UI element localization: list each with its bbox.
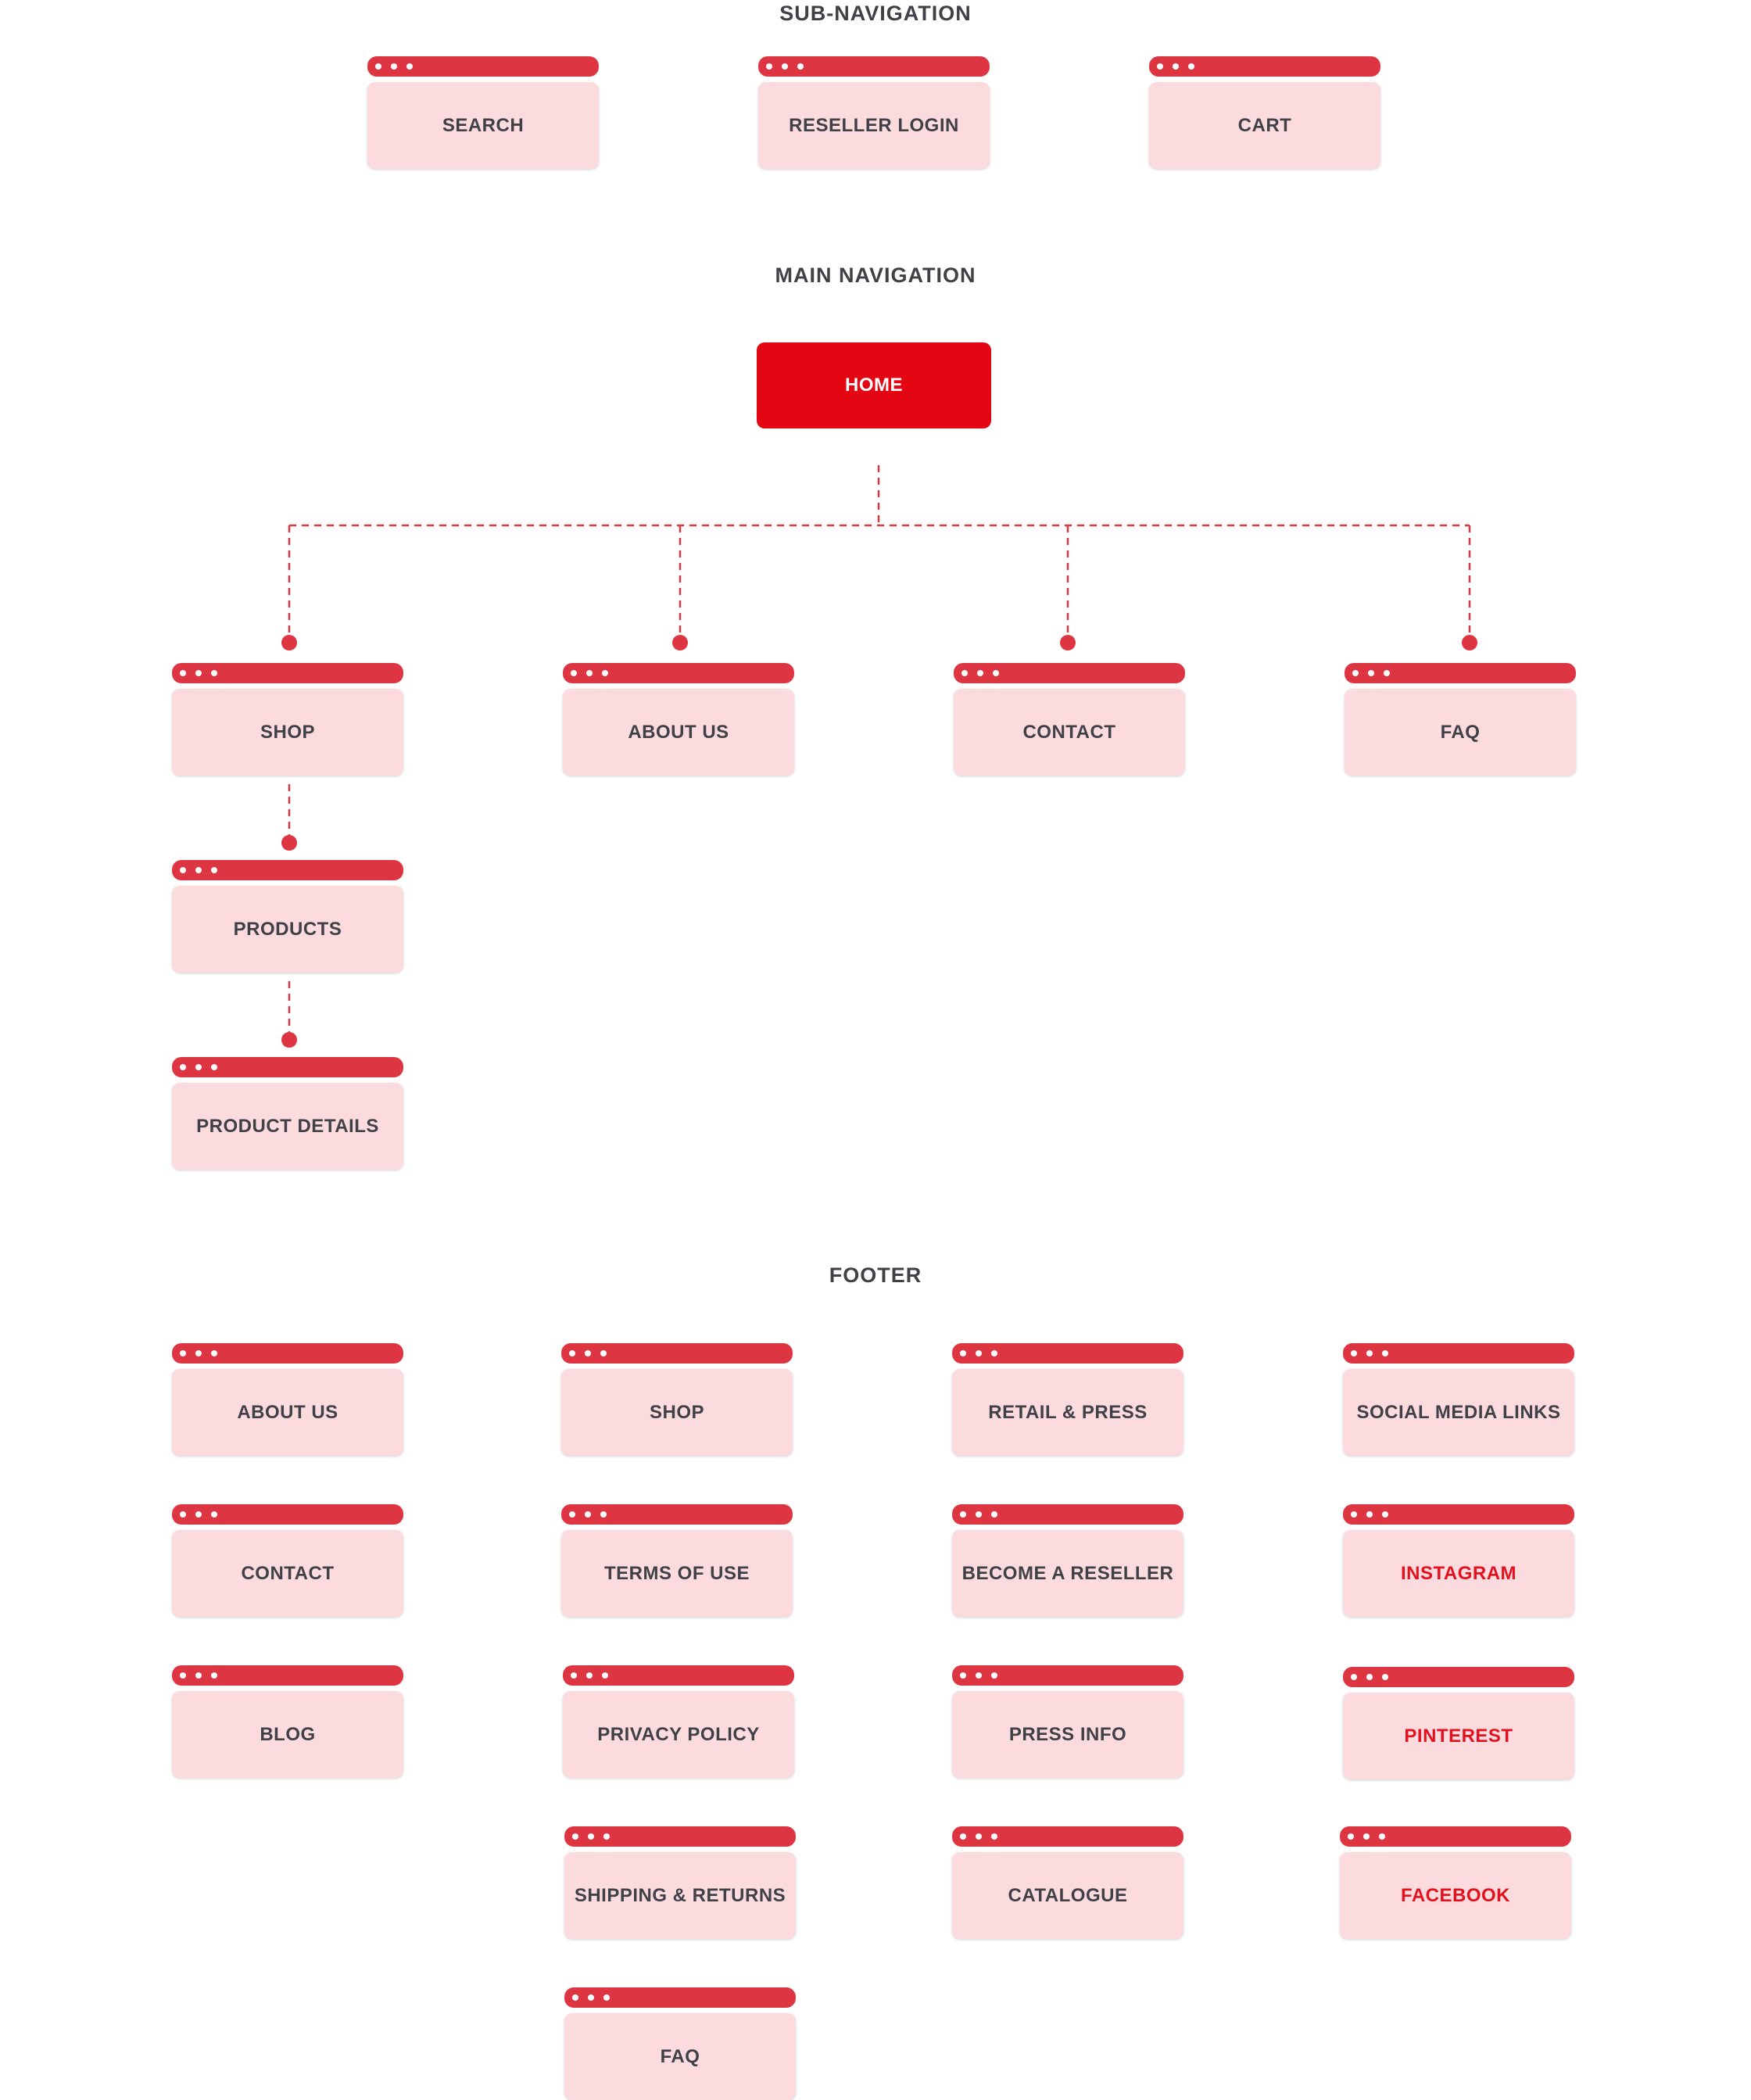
card-label: SHOP: [260, 721, 315, 743]
shop-connector-dot: [281, 635, 297, 650]
window-title-bar: [563, 1665, 794, 1686]
card-label: ABOUT US: [628, 721, 729, 743]
window-title-bar: [954, 663, 1185, 683]
card-label: PINTEREST: [1404, 1725, 1513, 1747]
window-title-bar: [172, 1504, 403, 1525]
window-title-bar: [1343, 1343, 1574, 1364]
card-label: FAQ: [1440, 721, 1481, 743]
card-label: TERMS OF USE: [603, 1562, 750, 1584]
card-label: CONTACT: [241, 1562, 335, 1584]
window-title-bar: [564, 1826, 796, 1847]
window-title-bar: [564, 1987, 796, 2008]
window-title-bar: [172, 860, 403, 880]
window-title-bar: [1149, 56, 1380, 77]
window-title-bar: [1343, 1504, 1574, 1525]
footer-card-press-info[interactable]: PRESS INFO: [952, 1665, 1183, 1778]
window-title-bar: [952, 1826, 1183, 1847]
card-label: PRIVACY POLICY: [597, 1723, 760, 1745]
footer-card-privacy-policy[interactable]: PRIVACY POLICY: [563, 1665, 794, 1778]
card-label: ABOUT US: [237, 1401, 338, 1423]
card-label: PRESS INFO: [1008, 1723, 1127, 1745]
window-title-bar: [952, 1504, 1183, 1525]
window-title-bar: [172, 663, 403, 683]
subnav-card-cart[interactable]: CART: [1149, 56, 1380, 169]
window-title-bar: [952, 1665, 1183, 1686]
card-label: SHIPPING & RETURNS: [574, 1884, 786, 1906]
window-title-bar: [1343, 1667, 1574, 1687]
window-title-bar: [758, 56, 990, 77]
main-card-faq[interactable]: FAQ: [1345, 663, 1576, 776]
window-title-bar: [1345, 663, 1576, 683]
footer-card-catalogue[interactable]: CATALOGUE: [952, 1826, 1183, 1939]
footer-card-blog[interactable]: BLOG: [172, 1665, 403, 1778]
footer-card-become-a-reseller[interactable]: BECOME A RESELLER: [952, 1504, 1183, 1617]
window-title-bar: [563, 663, 794, 683]
footer-card-about-us[interactable]: ABOUT US: [172, 1343, 403, 1456]
main-card-contact[interactable]: CONTACT: [954, 663, 1185, 776]
home-node[interactable]: HOME: [757, 342, 991, 428]
about-connector-dot: [672, 635, 688, 650]
card-label: PRODUCT DETAILS: [196, 1115, 379, 1137]
window-title-bar: [561, 1343, 793, 1364]
main-navigation-title: MAIN NAVIGATION: [775, 263, 976, 287]
footer-card-faq[interactable]: FAQ: [564, 1987, 796, 2100]
footer-card-retail-press[interactable]: RETAIL & PRESS: [952, 1343, 1183, 1456]
card-label: PRODUCTS: [233, 918, 342, 940]
faq-connector-dot: [1462, 635, 1477, 650]
card-label: SOCIAL MEDIA LINKS: [1356, 1401, 1561, 1423]
footer-card-instagram[interactable]: INSTAGRAM: [1343, 1504, 1574, 1617]
subnav-card-reseller-login[interactable]: RESELLER LOGIN: [758, 56, 990, 169]
card-label: INSTAGRAM: [1400, 1562, 1517, 1584]
card-label: SHOP: [649, 1401, 704, 1423]
footer-card-contact[interactable]: CONTACT: [172, 1504, 403, 1617]
home-label: HOME: [845, 374, 903, 396]
sub-navigation-title: SUB-NAVIGATION: [779, 2, 972, 25]
card-label: CATALOGUE: [1008, 1884, 1128, 1906]
main-card-about-us[interactable]: ABOUT US: [563, 663, 794, 776]
card-label: RETAIL & PRESS: [988, 1401, 1148, 1423]
card-label: FAQ: [660, 2045, 700, 2067]
window-title-bar: [172, 1057, 403, 1077]
footer-title: FOOTER: [829, 1263, 922, 1287]
products-connector-dot: [281, 835, 297, 851]
window-title-bar: [172, 1665, 403, 1686]
footer-card-facebook[interactable]: FACEBOOK: [1340, 1826, 1571, 1939]
card-label: RESELLER LOGIN: [789, 114, 959, 136]
footer-card-pinterest[interactable]: PINTEREST: [1343, 1667, 1574, 1779]
footer-card-shop[interactable]: SHOP: [561, 1343, 793, 1456]
card-label: CONTACT: [1022, 721, 1116, 743]
main-card-shop[interactable]: SHOP: [172, 663, 403, 776]
window-title-bar: [172, 1343, 403, 1364]
main-card-products[interactable]: PRODUCTS: [172, 860, 403, 973]
card-label: BLOG: [260, 1723, 316, 1745]
footer-card-terms-of-use[interactable]: TERMS OF USE: [561, 1504, 793, 1617]
footer-card-social-media-links[interactable]: SOCIAL MEDIA LINKS: [1343, 1343, 1574, 1456]
contact-connector-dot: [1060, 635, 1076, 650]
card-label: BECOME A RESELLER: [961, 1562, 1174, 1584]
main-card-product-details[interactable]: PRODUCT DETAILS: [172, 1057, 403, 1170]
details-connector-dot: [281, 1032, 297, 1048]
card-label: CART: [1237, 114, 1292, 136]
window-title-bar: [1340, 1826, 1571, 1847]
window-title-bar: [561, 1504, 793, 1525]
subnav-card-search[interactable]: SEARCH: [367, 56, 599, 169]
window-title-bar: [952, 1343, 1183, 1364]
card-label: SEARCH: [442, 114, 525, 136]
footer-card-shipping-returns[interactable]: SHIPPING & RETURNS: [564, 1826, 796, 1939]
window-title-bar: [367, 56, 599, 77]
card-label: FACEBOOK: [1400, 1884, 1510, 1906]
